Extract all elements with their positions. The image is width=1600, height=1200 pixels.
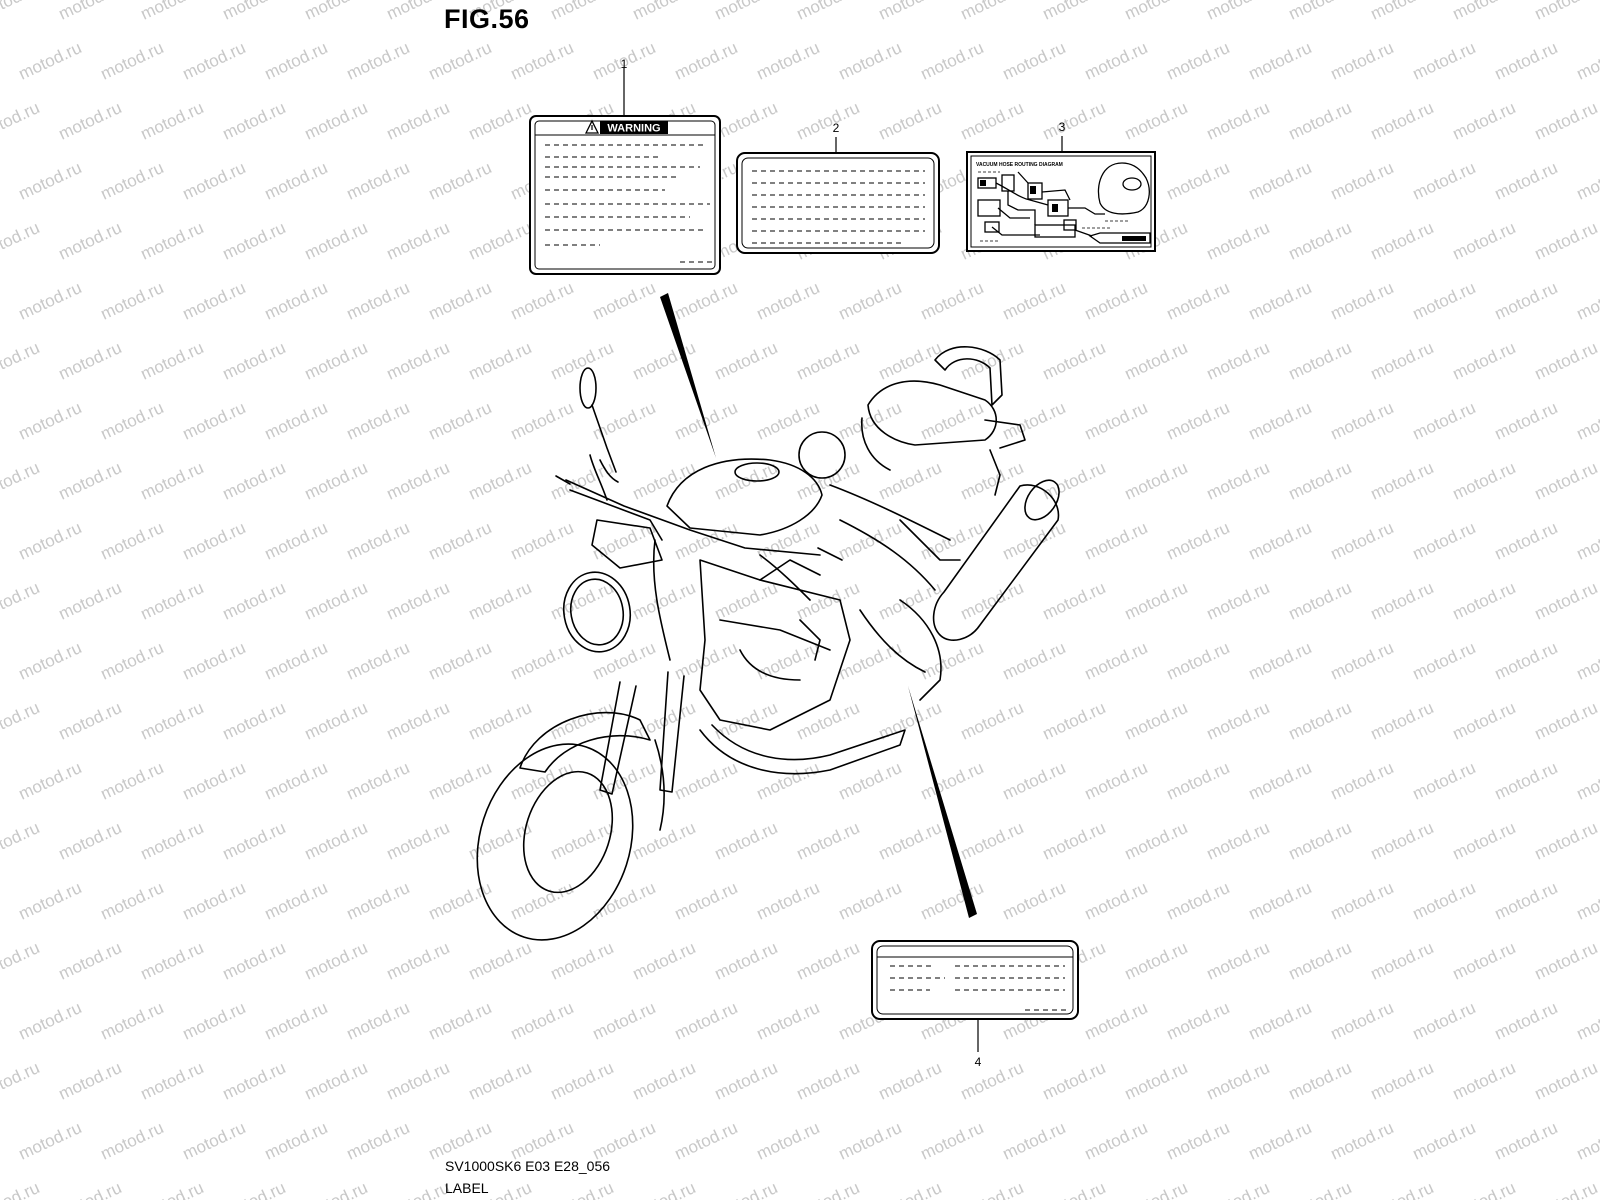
callout-1: 1 bbox=[621, 57, 628, 71]
figure-title: FIG.56 bbox=[444, 4, 530, 34]
callout-2: 2 bbox=[833, 121, 840, 135]
hose-schematic bbox=[977, 162, 1151, 244]
leader-wedge-tank bbox=[660, 293, 716, 458]
section-name: LABEL bbox=[445, 1180, 489, 1196]
callout-4: 4 bbox=[975, 1055, 982, 1069]
model-code: SV1000SK6 E03 E28_056 bbox=[445, 1158, 611, 1174]
vacuum-diagram-header: VACUUM HOSE ROUTING DIAGRAM bbox=[976, 162, 1063, 168]
leader-wedge-frame bbox=[908, 686, 977, 918]
callout-3: 3 bbox=[1059, 120, 1066, 134]
label-4-info[interactable]: 4 bbox=[871, 940, 1079, 1069]
label-3-vacuum-hose-diagram[interactable]: VACUUM HOSE ROUTING DIAGRAM bbox=[966, 120, 1156, 252]
warning-banner-text: WARNING bbox=[607, 123, 660, 135]
motorcycle-outline bbox=[476, 346, 1060, 941]
label-2-info[interactable]: 2 bbox=[736, 121, 940, 254]
warning-triangle-icon bbox=[584, 119, 600, 134]
label-1-warning[interactable]: WARNING 1 bbox=[529, 57, 721, 275]
